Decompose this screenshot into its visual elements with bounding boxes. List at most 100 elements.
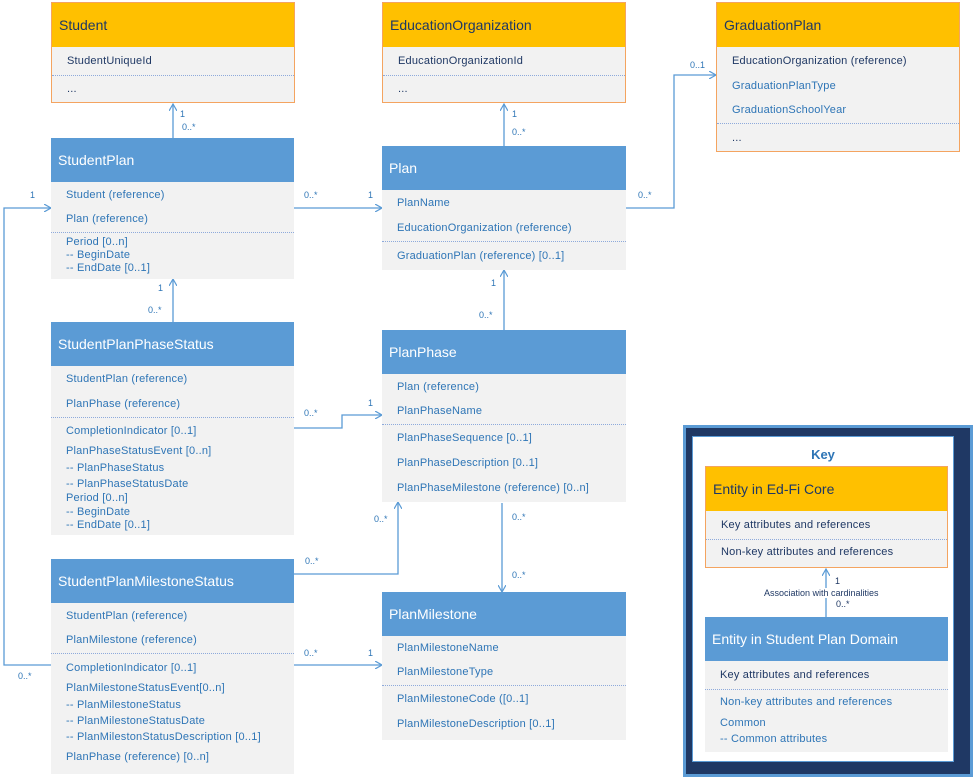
link-plan-gradplan	[626, 75, 716, 209]
card-label: 0..*	[304, 648, 318, 658]
entity-attribute: PlanPhaseStatusEvent [0..n]	[66, 445, 212, 457]
entity-education-organization[interactable]: EducationOrganization EducationOrganizat…	[382, 2, 626, 103]
link-spms-studentplan	[3, 208, 51, 666]
entity-title: PlanMilestone	[382, 592, 626, 636]
entity-title: StudentPlanPhaseStatus	[51, 322, 294, 366]
divider	[51, 653, 294, 654]
card-label: 1	[30, 190, 36, 200]
key-attribute: Non-key attributes and references	[720, 696, 893, 708]
card-label: 0..*	[512, 127, 526, 137]
key-attribute: Non-key attributes and references	[721, 546, 894, 558]
entity-attribute: PlanMilestoneName	[397, 642, 499, 654]
entity-attribute: PlanPhaseMilestone (reference) [0..n]	[397, 482, 590, 494]
key-card-many: 0..*	[836, 599, 850, 609]
divider	[52, 75, 294, 76]
key-domain-title: Entity in Student Plan Domain	[705, 617, 948, 661]
divider	[705, 689, 948, 690]
entity-attribute: PlanPhase (reference) [0..n]	[66, 751, 210, 763]
entity-attribute: -- PlanMilestonStatusDescription [0..1]	[66, 731, 261, 743]
entity-title: GraduationPlan	[717, 3, 959, 47]
entity-attribute: ...	[398, 83, 408, 95]
entity-attribute: PlanPhaseSequence [0..1]	[397, 432, 533, 444]
card-label: 0..*	[374, 514, 388, 524]
entity-attribute: EducationOrganization (reference)	[732, 55, 907, 67]
link-spms-planphase	[294, 502, 398, 575]
entity-attribute: -- PlanPhaseStatusDate	[66, 478, 189, 490]
card-label: 1	[180, 109, 186, 119]
divider	[717, 123, 959, 124]
entity-attribute: GraduationSchoolYear	[732, 104, 847, 116]
entity-attribute: PlanMilestoneType	[397, 666, 494, 678]
entity-attribute: -- BeginDate	[66, 506, 131, 518]
entity-attribute: Period [0..n]	[66, 492, 128, 504]
entity-attribute: -- BeginDate	[66, 249, 131, 261]
entity-title: Plan	[382, 146, 626, 190]
entity-title: EducationOrganization	[383, 3, 625, 47]
entity-plan-phase[interactable]: PlanPhase Plan (reference) PlanPhaseName…	[382, 330, 626, 502]
card-label: 1	[368, 648, 374, 658]
card-label: 0..*	[479, 310, 493, 320]
card-label: 0..*	[148, 305, 162, 315]
entity-student[interactable]: Student StudentUniqueId ...	[51, 2, 295, 103]
entity-attribute: PlanPhaseName	[397, 405, 483, 417]
entity-title: StudentPlan	[51, 138, 294, 182]
card-label: 1	[491, 278, 497, 288]
card-label: 0..*	[18, 671, 32, 681]
card-label: 0..*	[512, 512, 526, 522]
entity-attribute: GraduationPlanType	[732, 80, 836, 92]
key-attribute: Key attributes and references	[720, 669, 870, 681]
card-label: 0..*	[512, 570, 526, 580]
entity-student-plan[interactable]: StudentPlan Student (reference) Plan (re…	[51, 138, 294, 279]
card-label: 0..*	[638, 190, 652, 200]
key-core-title: Entity in Ed-Fi Core	[706, 467, 947, 511]
card-label: 0..*	[304, 408, 318, 418]
entity-attribute: ...	[67, 83, 77, 95]
key-attribute: Common	[720, 717, 766, 729]
divider	[382, 241, 626, 242]
entity-graduation-plan[interactable]: GraduationPlan EducationOrganization (re…	[716, 2, 960, 152]
card-label: 1	[368, 398, 374, 408]
entity-title: Student	[52, 3, 294, 47]
entity-student-plan-phase-status[interactable]: StudentPlanPhaseStatus StudentPlan (refe…	[51, 322, 294, 535]
entity-attribute: Period [0..n]	[66, 236, 128, 248]
entity-attribute: PlanPhaseDescription [0..1]	[397, 457, 539, 469]
card-label: 1	[158, 283, 164, 293]
entity-attribute: StudentPlan (reference)	[66, 373, 188, 385]
entity-attribute: CompletionIndicator [0..1]	[66, 662, 197, 674]
link-spps-planphase	[294, 415, 382, 429]
entity-attribute: Plan (reference)	[397, 381, 480, 393]
key-card-one: 1	[835, 576, 841, 586]
entity-attribute: PlanMilestone (reference)	[66, 634, 197, 646]
entity-attribute: EducationOrganization (reference)	[397, 222, 572, 234]
key-domain-entity: Entity in Student Plan Domain Key attrib…	[705, 617, 948, 752]
entity-plan-milestone[interactable]: PlanMilestone PlanMilestoneName PlanMile…	[382, 592, 626, 740]
card-label: 0..1	[690, 60, 706, 70]
entity-attribute: -- EndDate [0..1]	[66, 519, 151, 531]
entity-title: StudentPlanMilestoneStatus	[51, 559, 294, 603]
entity-attribute: Plan (reference)	[66, 213, 149, 225]
entity-plan[interactable]: Plan PlanName EducationOrganization (ref…	[382, 146, 626, 270]
entity-attribute: -- PlanPhaseStatus	[66, 462, 165, 474]
divider	[706, 539, 947, 540]
card-label: 1	[368, 190, 374, 200]
entity-attribute: PlanName	[397, 197, 450, 209]
entity-attribute: GraduationPlan (reference) [0..1]	[397, 250, 565, 262]
divider	[382, 424, 626, 425]
entity-student-plan-milestone-status[interactable]: StudentPlanMilestoneStatus StudentPlan (…	[51, 559, 294, 774]
entity-attribute: -- PlanMilestoneStatus	[66, 699, 182, 711]
entity-attribute: StudentPlan (reference)	[66, 610, 188, 622]
entity-title: PlanPhase	[382, 330, 626, 374]
entity-attribute: ...	[732, 132, 742, 144]
divider	[51, 232, 294, 233]
entity-attribute: Student (reference)	[66, 189, 165, 201]
divider	[51, 417, 294, 418]
entity-attribute: PlanMilestoneDescription [0..1]	[397, 718, 555, 730]
card-label: 1	[512, 109, 518, 119]
entity-attribute: PlanMilestoneStatusEvent[0..n]	[66, 682, 225, 694]
entity-attribute: -- EndDate [0..1]	[66, 262, 151, 274]
key-attribute: Key attributes and references	[721, 519, 871, 531]
entity-attribute: CompletionIndicator [0..1]	[66, 425, 197, 437]
divider	[383, 75, 625, 76]
key-association-label: Association with cardinalities	[762, 588, 881, 598]
